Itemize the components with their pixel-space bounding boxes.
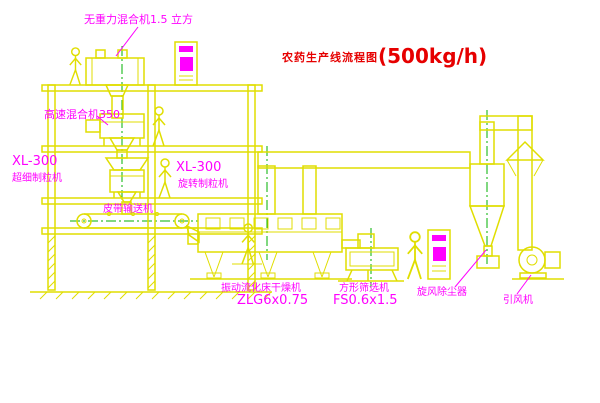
control-cabinet-upper bbox=[174, 41, 198, 86]
leader-lines bbox=[96, 26, 532, 295]
high-speed-mixer bbox=[85, 113, 145, 159]
belt-conveyor bbox=[76, 212, 200, 244]
label-sieve-model: FS0.6x1.5 bbox=[333, 293, 398, 308]
label-cyclone: 旋风除尘器 bbox=[417, 287, 467, 298]
label-high-speed-mixer: 高速混合机350 bbox=[44, 108, 120, 121]
worker-figure-icon bbox=[69, 47, 424, 280]
exhaust-duct bbox=[257, 151, 471, 215]
fluid-bed-dryer bbox=[187, 213, 352, 280]
label-fan: 引风机 bbox=[503, 295, 533, 306]
title-capacity: (500kg/h) bbox=[378, 44, 488, 68]
induced-draft-fan bbox=[512, 246, 564, 280]
exhaust-stack bbox=[505, 115, 545, 251]
label-granulator-left-name: 超细制粒机 bbox=[12, 173, 62, 184]
label-gravity-mixer: 无重力混合机1.5 立方 bbox=[84, 13, 193, 26]
label-granulator-left-model: XL-300 bbox=[12, 154, 58, 169]
label-belt-conveyor: 皮带输送机 bbox=[103, 204, 153, 215]
square-sieve bbox=[338, 233, 404, 282]
label-dryer-name: 振动流化床干燥机 bbox=[221, 283, 301, 294]
label-dryer-model: ZLG6x0.75 bbox=[237, 293, 309, 308]
label-granulator-mid-model: XL-300 bbox=[176, 160, 222, 175]
control-cabinet-lower bbox=[427, 229, 451, 280]
label-sieve-name: 方形筛选机 bbox=[339, 283, 389, 294]
title-name: 农药生产线流程图 bbox=[282, 51, 378, 64]
drawing-title: 农药生产线流程图 (500kg/h) bbox=[282, 44, 487, 68]
label-granulator-mid-name: 旋转制粒机 bbox=[178, 179, 228, 190]
cyclone-separator bbox=[468, 115, 533, 269]
gravity-mixer bbox=[85, 49, 145, 119]
